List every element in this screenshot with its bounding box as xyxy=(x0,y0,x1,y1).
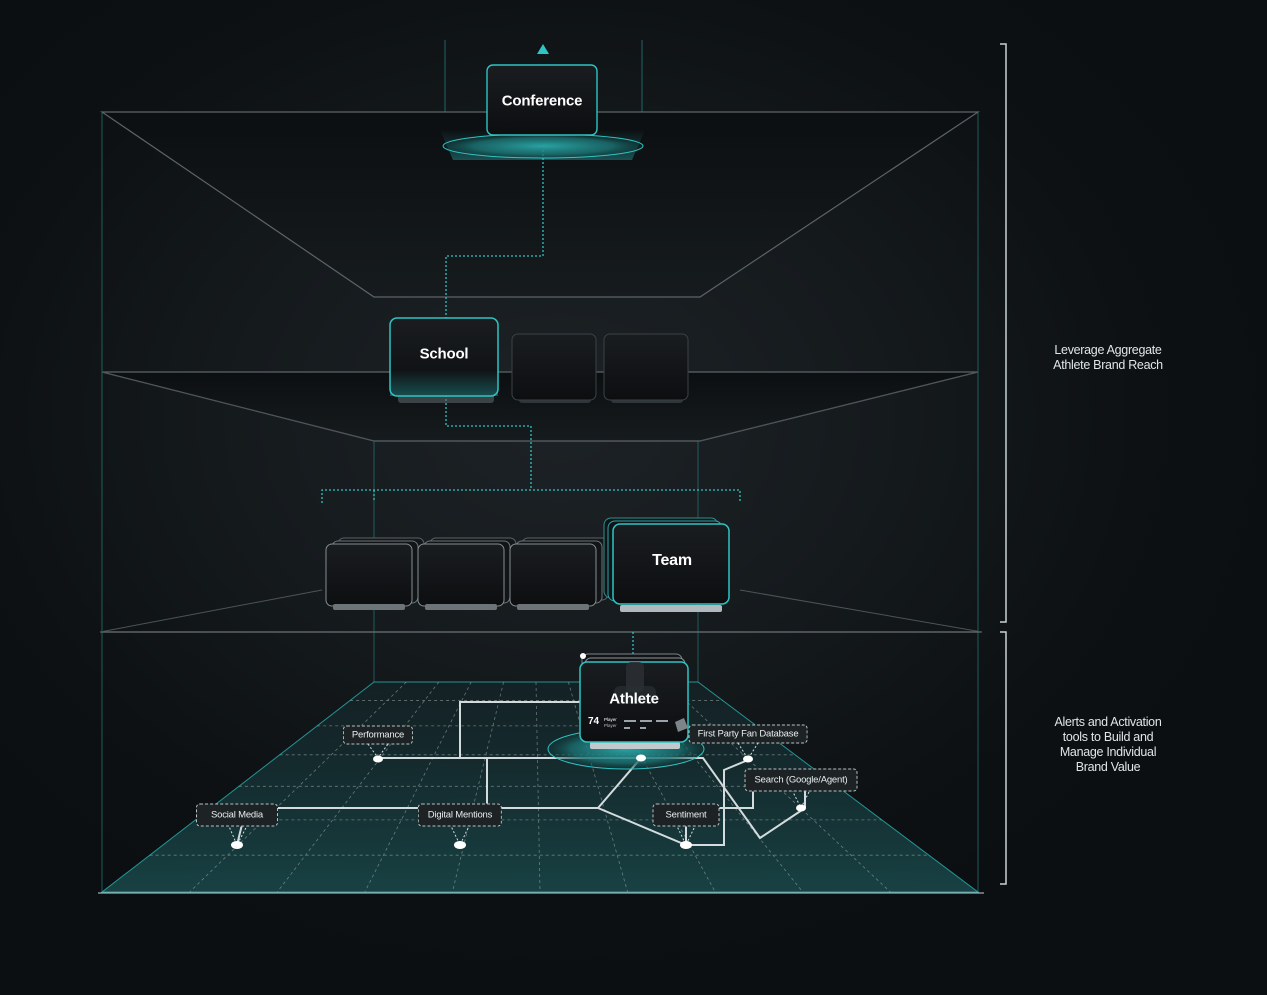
lower-section-label: Alerts and Activation tools to Build and… xyxy=(1033,715,1183,775)
tag-performance: Performance xyxy=(342,725,414,745)
team-label: Team xyxy=(652,552,692,569)
lower-label-line-1: Alerts and Activation xyxy=(1054,715,1162,729)
up-arrow-icon xyxy=(537,44,549,54)
athlete-position-line1: Player xyxy=(604,717,617,722)
athlete-position-line2: Player xyxy=(604,723,617,728)
network-nodes xyxy=(231,754,806,849)
school-node xyxy=(389,317,499,403)
upper-label-line-1: Leverage Aggregate xyxy=(1054,343,1162,357)
school-label: School xyxy=(419,345,469,363)
conference-label: Conference xyxy=(501,92,583,110)
athlete-jersey-number: 74 xyxy=(588,716,600,727)
tag-first-party-fan-database: First Party Fan Database xyxy=(688,724,808,744)
hierarchy-connectors xyxy=(321,150,741,660)
athlete-label: Athlete xyxy=(609,690,659,708)
upper-section-label: Leverage Aggregate Athlete Brand Reach xyxy=(1033,343,1183,373)
athlete-node xyxy=(547,653,705,770)
tag-digital-mentions: Digital Mentions xyxy=(417,803,503,827)
lower-label-line-2: tools to Build and xyxy=(1062,730,1154,744)
team-plane xyxy=(99,589,983,633)
lower-label-line-4: Brand Value xyxy=(1075,760,1141,774)
section-brackets xyxy=(1000,43,1007,885)
team-node xyxy=(603,517,730,612)
tag-sentiment: Sentiment xyxy=(652,803,720,827)
tag-search: Search (Google/Agent) xyxy=(744,768,858,792)
team-sibling-cards xyxy=(325,537,609,610)
lower-label-line-3: Manage Individual xyxy=(1059,745,1157,759)
network-paths xyxy=(236,701,806,846)
upper-label-line-2: Athlete Brand Reach xyxy=(1053,358,1163,372)
tag-social-media: Social Media xyxy=(196,803,278,827)
school-sibling-cards xyxy=(511,333,689,403)
conference-node xyxy=(440,44,645,160)
conference-plane xyxy=(100,111,980,298)
